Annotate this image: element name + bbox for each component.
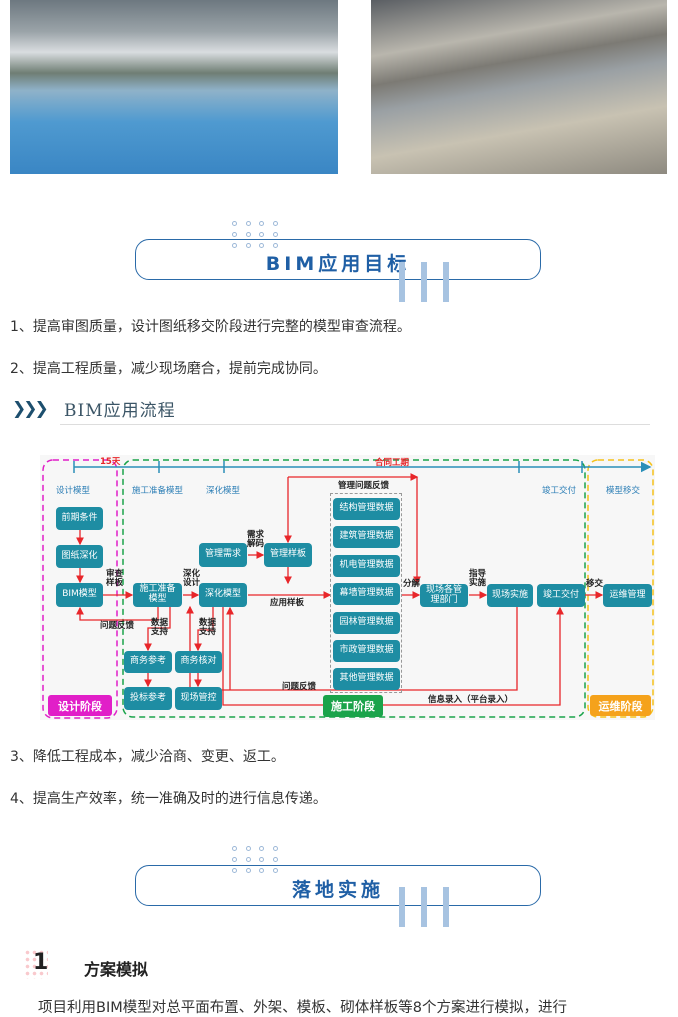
decorative-dots — [232, 846, 286, 873]
section-header-box — [135, 239, 541, 280]
phase-design: 设计阶段 — [48, 695, 112, 716]
decorative-bar — [443, 262, 449, 302]
subheading-title: BIM应用流程 — [64, 401, 176, 421]
data-box: 幕墙管理数据 — [333, 583, 400, 605]
decorative-dots — [24, 949, 48, 979]
arrow-label: 需求解码 — [247, 530, 265, 549]
goal-text: 4、提高生产效率，统一准确及时的进行信息传递。 — [10, 791, 327, 807]
pool-photo-left — [10, 0, 338, 174]
decorative-bar — [421, 887, 427, 927]
item-text: 项目利用BIM模型对总平面布置、外架、模板、砌体样板等8个方案进行模拟，进行 — [38, 1000, 567, 1016]
arrow-label: 信息录入（平台录入） — [428, 695, 514, 705]
data-box: 机电管理数据 — [333, 555, 400, 577]
arrow-label: 移交 — [586, 579, 604, 589]
data-group — [330, 493, 402, 693]
milestone-label: 施工准备模型 — [132, 486, 184, 496]
box-site-dept: 现场各管理部门 — [420, 584, 468, 607]
arrow-label: 审查样板 — [106, 569, 124, 588]
box-site-impl: 现场实施 — [487, 584, 533, 607]
arrow-label: 数据支持 — [199, 618, 217, 637]
decorative-bar — [399, 887, 405, 927]
milestone-label: 深化模型 — [206, 486, 241, 496]
box-biz-check: 商务核对 — [175, 651, 222, 673]
data-box: 建筑管理数据 — [333, 526, 400, 548]
timeline-days: 15天 — [100, 457, 121, 467]
arrow-label: 深化设计 — [183, 569, 201, 588]
arrow-label: 数据支持 — [151, 618, 169, 637]
box-pre-conditions: 前期条件 — [56, 507, 103, 530]
box-completion: 竣工交付 — [537, 584, 585, 607]
divider — [60, 424, 650, 425]
box-mgmt-need: 管理需求 — [199, 543, 247, 567]
data-box: 其他管理数据 — [333, 668, 400, 690]
pool-photo-right — [371, 0, 667, 174]
goal-text: 1、提高审图质量，设计图纸移交阶段进行完整的模型审查流程。 — [10, 319, 411, 335]
section-header-box — [135, 865, 541, 906]
section-title: BIM应用目标 — [265, 253, 411, 275]
data-group-title: 管理问题反馈 — [338, 481, 390, 491]
decorative-bar — [421, 262, 427, 302]
box-bim-model: BIM模型 — [56, 583, 103, 607]
arrow-label: 问题反馈 — [100, 621, 135, 631]
decorative-bar — [443, 887, 449, 927]
data-box: 结构管理数据 — [333, 498, 400, 520]
arrow-label: 分解 — [403, 579, 421, 589]
item-number: 1 — [33, 950, 49, 975]
box-deep-model: 深化模型 — [199, 583, 247, 607]
box-mgmt-template: 管理样板 — [264, 543, 312, 567]
phase-construction: 施工阶段 — [323, 695, 383, 717]
bim-flow-diagram: 15天 合同工期 设计模型 施工准备模型 深化模型 竣工交付 模型移交 前期条件… — [40, 455, 655, 720]
arrow-label: 应用样板 — [270, 598, 305, 608]
decorative-dots — [232, 221, 286, 248]
box-bid-ref: 投标参考 — [124, 687, 172, 710]
decorative-bar — [399, 262, 405, 302]
phase-om: 运维阶段 — [590, 695, 651, 716]
box-om: 运维管理 — [603, 584, 652, 607]
milestone-label: 设计模型 — [56, 486, 91, 496]
box-site-control: 现场管控 — [175, 687, 222, 710]
chevrons-icon: ❯❯❯ — [12, 399, 49, 419]
goal-text: 2、提高工程质量，减少现场磨合，提前完成协同。 — [10, 361, 327, 377]
box-biz-ref: 商务参考 — [124, 651, 172, 673]
goal-text: 3、降低工程成本，减少洽商、变更、返工。 — [10, 749, 285, 765]
milestone-label: 竣工交付 — [542, 486, 577, 496]
box-prep-model: 施工准备模型 — [133, 583, 182, 607]
item-title: 方案模拟 — [84, 960, 149, 979]
arrow-label: 问题反馈 — [282, 682, 317, 692]
diagram-lines — [42, 459, 654, 719]
milestone-label: 模型移交 — [606, 486, 641, 496]
data-box: 市政管理数据 — [333, 640, 400, 662]
contract-period: 合同工期 — [375, 458, 410, 468]
arrow-label: 指导实施 — [469, 569, 487, 588]
data-box: 园林管理数据 — [333, 612, 400, 634]
section-title: 落地实施 — [291, 879, 384, 901]
box-drawing: 图纸深化 — [56, 545, 103, 568]
